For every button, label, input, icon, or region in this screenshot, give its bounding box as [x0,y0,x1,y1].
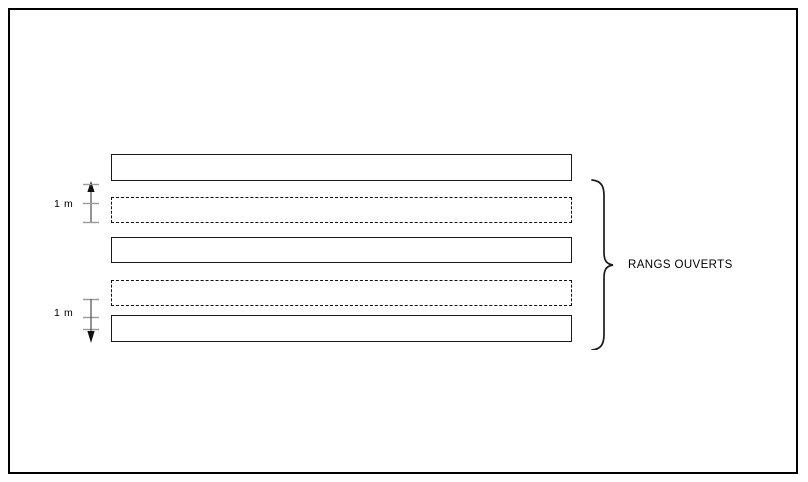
row-bar-striped-vertical [111,315,572,342]
row-bar-dashed-upper [111,197,572,223]
dimension-label-top: 1 m [54,198,74,210]
row-bar-dashed-lower [111,280,572,306]
row-bar-empty-middle [111,237,572,263]
dimension-arrow-top [83,181,99,224]
dimension-arrow-bottom [83,298,99,343]
dimension-label-bottom: 1 m [54,307,74,319]
row-bar-hatched-diagonal [111,154,572,181]
group-annotation-label: RANGS OUVERTS [628,259,733,271]
group-brace-icon [591,179,614,350]
